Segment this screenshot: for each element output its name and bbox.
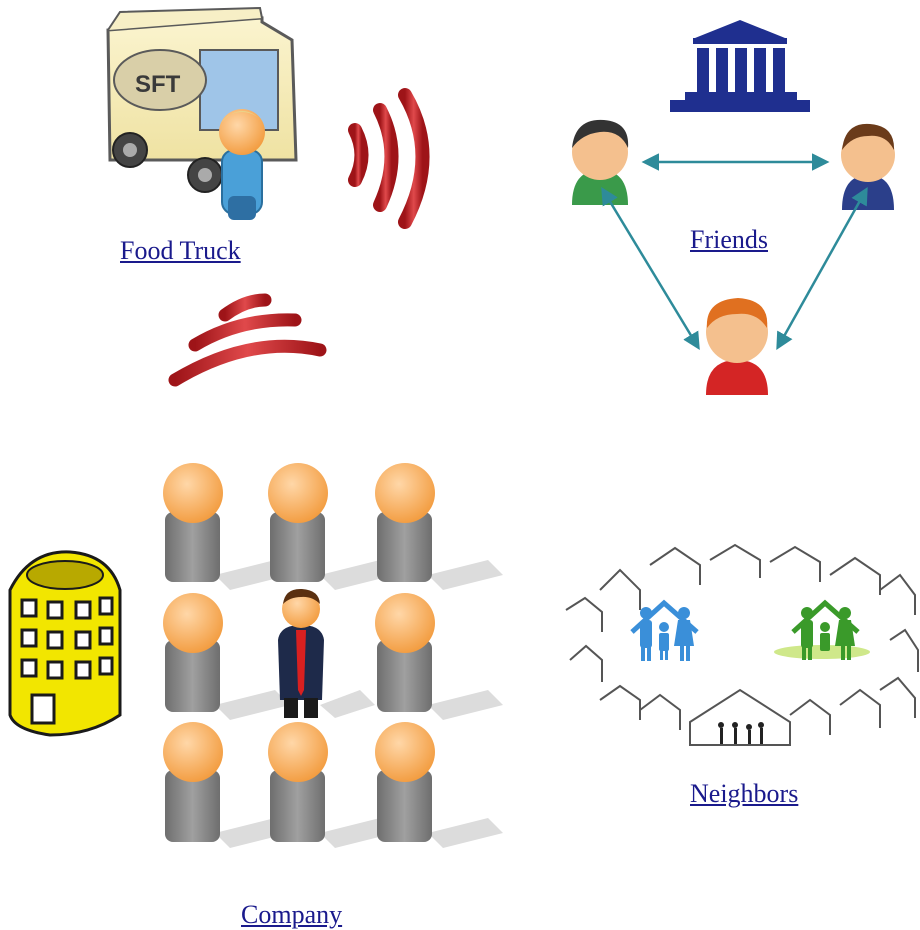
family-green-icon [774,599,870,660]
bank-icon [670,20,810,112]
office-building-icon [8,550,122,737]
neighborhood-houses-icon [565,543,919,746]
manager-figure [278,588,375,718]
vendor-person-icon [219,109,265,220]
truck-sign-text: SFT [135,71,181,98]
friend-connection-arrows [601,153,868,351]
friend-avatar-red [706,298,768,395]
food-truck-link[interactable]: Food Truck [120,236,241,265]
signal-waves-bottom-icon [168,293,327,387]
employee-figure [268,463,395,590]
company-employee-grid [163,463,503,848]
employee-figure [163,463,290,590]
family-silhouettes-icon [718,722,764,744]
employee-figure [163,593,290,720]
friend-avatar-blue [841,123,895,210]
family-blue-icon [630,599,699,661]
food-truck-icon: SFT [106,6,298,193]
friend-avatar-green [572,119,629,205]
employee-figure [375,722,503,848]
signal-waves-right-icon [348,88,430,229]
company-link[interactable]: Company [241,900,343,929]
friends-link[interactable]: Friends [690,225,768,254]
employee-figure [268,722,395,848]
employee-figure [375,463,503,590]
neighbors-link[interactable]: Neighbors [690,779,799,808]
employee-figure [375,593,503,720]
